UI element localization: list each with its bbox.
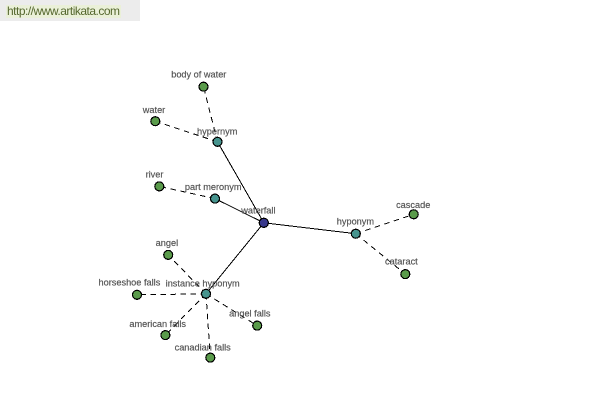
svg-text:angel falls: angel falls: [229, 308, 271, 318]
svg-text:cataract: cataract: [385, 257, 418, 267]
svg-text:part meronym: part meronym: [185, 182, 242, 192]
svg-text:hypernym: hypernym: [197, 126, 238, 136]
svg-text:body of water: body of water: [171, 70, 226, 80]
svg-text:canadian falls: canadian falls: [175, 343, 232, 353]
svg-text:angel: angel: [156, 238, 178, 248]
svg-text:hyponym: hyponym: [337, 217, 375, 227]
svg-text:horseshoe falls: horseshoe falls: [99, 278, 161, 288]
svg-text:water: water: [142, 105, 165, 115]
svg-text:waterfall: waterfall: [240, 205, 275, 215]
svg-text:instance hyponym: instance hyponym: [166, 278, 240, 288]
svg-text:river: river: [146, 170, 164, 180]
svg-text:american falls: american falls: [129, 319, 186, 329]
svg-text:cascade: cascade: [396, 200, 430, 210]
